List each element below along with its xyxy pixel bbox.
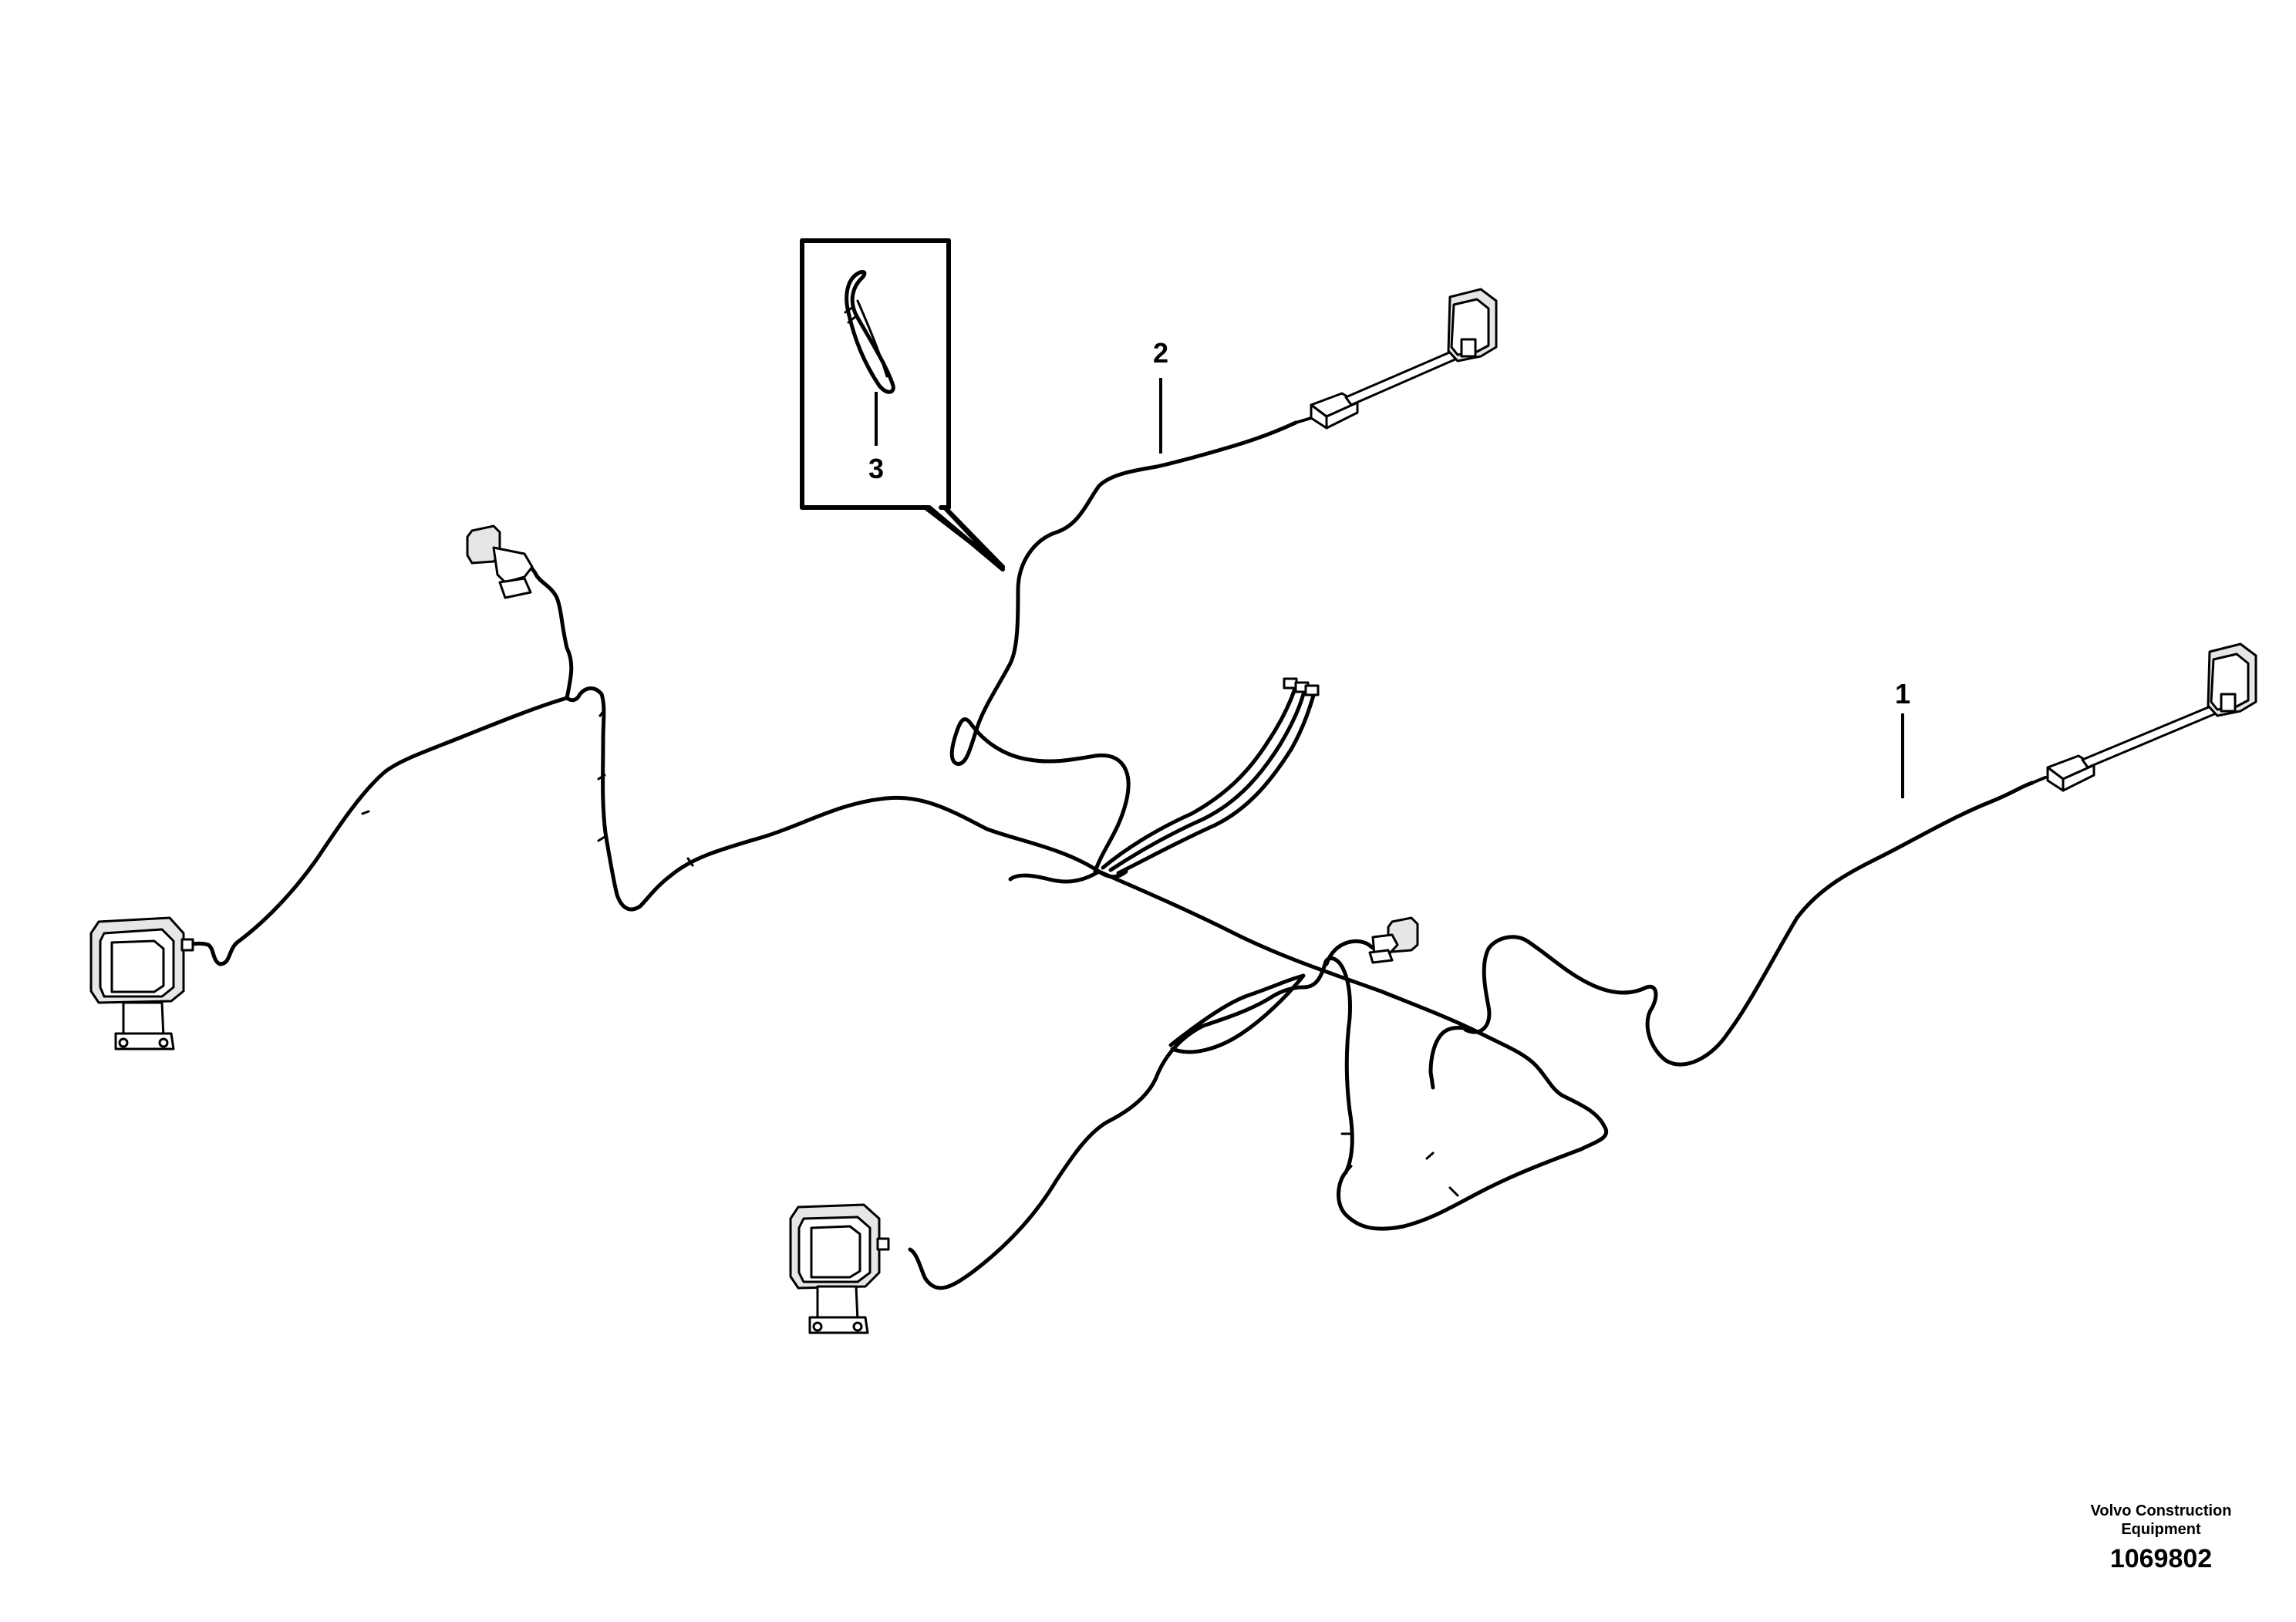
harness-main-trunk <box>638 795 1483 1036</box>
center-right-connector <box>1368 916 1419 964</box>
lower-work-lamp <box>789 1203 890 1334</box>
callout-1-label: 1 <box>1895 678 1910 710</box>
harness-1-end-lamp <box>2046 642 2257 792</box>
left-work-lamp <box>89 916 194 1050</box>
callout-2-label: 2 <box>1153 337 1168 369</box>
harness-lower-branches <box>908 939 1608 1290</box>
harness-2-end-lamp <box>1310 288 1498 430</box>
harness-left-branch <box>183 553 694 966</box>
bundle-end-connectors <box>1283 677 1320 696</box>
harness-2-branch <box>949 416 1313 874</box>
company-name: Volvo Construction Equipment <box>2090 1502 2232 1538</box>
harness-center-bundle <box>1101 677 1320 875</box>
document-number: 1069802 <box>2109 1544 2213 1573</box>
upper-left-connector <box>466 524 534 599</box>
harness-1-branch <box>1463 776 2047 1067</box>
cable-tie-detail-inset <box>800 238 1005 572</box>
drawing-footer: Volvo Construction Equipment 1069802 <box>2084 1502 2238 1576</box>
callout-3-label: 3 <box>868 453 884 484</box>
cable-tie-icon <box>844 270 895 394</box>
